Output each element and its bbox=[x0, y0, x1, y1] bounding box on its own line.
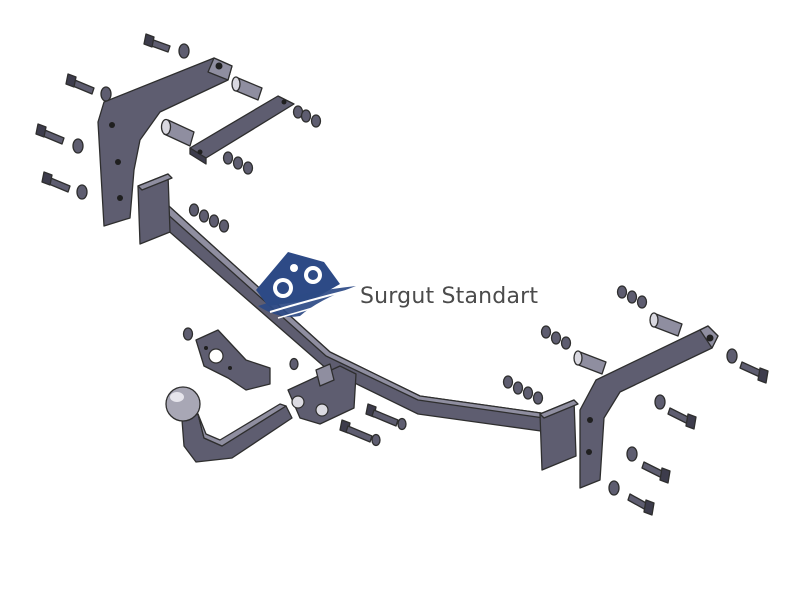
socket-plate bbox=[195, 329, 271, 391]
gears-and-wave-logo bbox=[256, 252, 356, 319]
left-nuts-lower bbox=[222, 151, 254, 175]
left-sleeve-lower bbox=[160, 118, 195, 147]
hitch-receiver-bracket bbox=[287, 363, 357, 425]
left-nuts-upper bbox=[292, 105, 322, 128]
left-spacer-plate bbox=[189, 95, 295, 165]
left-sleeve-upper bbox=[231, 76, 263, 101]
right-bolt-2 bbox=[654, 394, 697, 430]
center-small-nut bbox=[289, 357, 299, 371]
hitch-bolt-upper bbox=[365, 403, 407, 431]
tow-ball-neck bbox=[181, 403, 293, 463]
right-mounting-bracket bbox=[579, 325, 719, 489]
socket-nut bbox=[182, 327, 194, 341]
tow-ball bbox=[165, 386, 201, 422]
left-mounting-bracket bbox=[97, 57, 233, 227]
right-sleeve-upper bbox=[649, 312, 683, 337]
center-right-nuts bbox=[502, 375, 544, 405]
hitch-bolt-lower bbox=[339, 419, 381, 447]
right-nuts-mid bbox=[540, 325, 572, 350]
right-bolt-4 bbox=[608, 480, 655, 516]
right-nuts-upper bbox=[616, 285, 648, 309]
center-left-nuts bbox=[188, 203, 230, 233]
left-bolt-2 bbox=[65, 73, 112, 102]
watermark-text: Surgut Standart bbox=[360, 284, 539, 309]
right-bolt-3 bbox=[626, 446, 671, 484]
right-bolt-1 bbox=[726, 348, 769, 384]
right-sleeve-lower bbox=[573, 350, 607, 375]
left-bolt-1 bbox=[143, 33, 190, 59]
left-bolt-3 bbox=[35, 123, 84, 154]
left-bolt-4 bbox=[41, 171, 88, 200]
